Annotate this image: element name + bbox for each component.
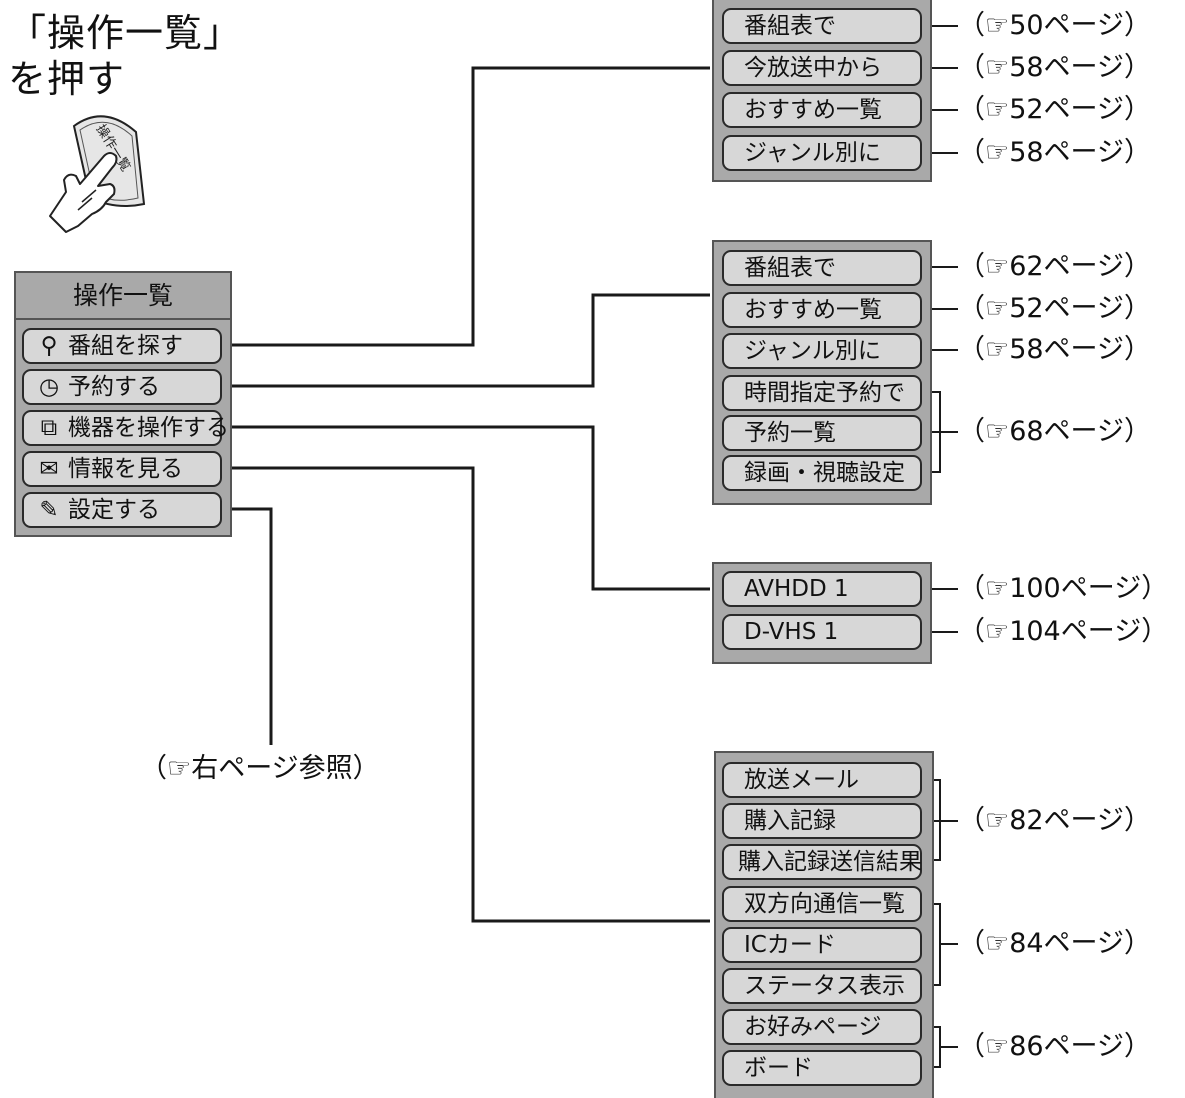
- submenu-info-panel: 放送メール 購入記録 購入記録送信結果 双方向通信一覧 ICカード ステータス表…: [714, 751, 934, 1098]
- submenu-item[interactable]: 番組表で: [722, 8, 922, 44]
- menu-item-label: 機器を操作する: [68, 415, 229, 441]
- page-reference: （☞58ページ）: [958, 136, 1151, 170]
- submenu-device-panel: AVHDD 1 D-VHS 1: [712, 562, 932, 664]
- page-reference: （☞62ページ）: [958, 250, 1151, 284]
- clock-icon: ◷: [36, 371, 62, 403]
- device-icon: ⧉: [36, 412, 62, 444]
- page-reference: （☞58ページ）: [958, 51, 1151, 85]
- menu-item-label: 番組を探す: [68, 333, 183, 359]
- menu-item-operate-device[interactable]: ⧉機器を操作する: [22, 410, 222, 446]
- page-reference: （☞68ページ）: [958, 415, 1151, 449]
- page-reference: （☞84ページ）: [958, 927, 1151, 961]
- submenu-find-program-panel: 番組表で 今放送中から おすすめ一覧 ジャンル別に: [712, 0, 932, 182]
- submenu-item[interactable]: ボード: [722, 1050, 922, 1086]
- submenu-item[interactable]: ICカード: [722, 927, 922, 963]
- submenu-item[interactable]: 購入記録送信結果: [722, 844, 922, 880]
- page-reference: （☞52ページ）: [958, 292, 1151, 326]
- page-reference: （☞50ページ）: [958, 9, 1151, 43]
- menu-item-settings[interactable]: ✎設定する: [22, 492, 222, 528]
- submenu-item[interactable]: ジャンル別に: [722, 333, 922, 369]
- submenu-item[interactable]: 双方向通信一覧: [722, 886, 922, 922]
- menu-item-label: 設定する: [68, 497, 160, 523]
- wrench-icon: ✎: [36, 494, 62, 526]
- submenu-reserve-panel: 番組表で おすすめ一覧 ジャンル別に 時間指定予約で 予約一覧 録画・視聴設定: [712, 240, 932, 505]
- menu-item-label: 情報を見る: [68, 456, 183, 482]
- submenu-item[interactable]: 今放送中から: [722, 50, 922, 86]
- page-reference: （☞86ページ）: [958, 1030, 1151, 1064]
- menu-item-view-info[interactable]: ✉情報を見る: [22, 451, 222, 487]
- page-reference: （☞104ページ）: [958, 615, 1168, 649]
- submenu-item[interactable]: AVHDD 1: [722, 571, 922, 607]
- page-reference: （☞58ページ）: [958, 333, 1151, 367]
- menu-item-find-program[interactable]: ⚲番組を探す: [22, 328, 222, 364]
- submenu-item[interactable]: 録画・視聴設定: [722, 455, 922, 491]
- search-icon: ⚲: [36, 330, 62, 362]
- submenu-item[interactable]: 時間指定予約で: [722, 375, 922, 411]
- page-reference: （☞52ページ）: [958, 93, 1151, 127]
- submenu-item[interactable]: 購入記録: [722, 803, 922, 839]
- submenu-item[interactable]: 番組表で: [722, 250, 922, 286]
- submenu-item[interactable]: ジャンル別に: [722, 135, 922, 171]
- note-settings-reference: （☞右ページ参照）: [140, 752, 380, 786]
- page-reference: （☞82ページ）: [958, 804, 1151, 838]
- submenu-item[interactable]: ステータス表示: [722, 968, 922, 1004]
- menu-item-reserve[interactable]: ◷予約する: [22, 369, 222, 405]
- submenu-item[interactable]: 放送メール: [722, 762, 922, 798]
- menu-title: 操作一覧: [16, 273, 230, 320]
- page-reference: （☞100ページ）: [958, 572, 1168, 606]
- submenu-item[interactable]: おすすめ一覧: [722, 292, 922, 328]
- mail-icon: ✉: [36, 453, 62, 485]
- submenu-item[interactable]: 予約一覧: [722, 415, 922, 451]
- submenu-item[interactable]: D-VHS 1: [722, 614, 922, 650]
- operation-menu-panel: 操作一覧 ⚲番組を探す ◷予約する ⧉機器を操作する ✉情報を見る ✎設定する: [14, 271, 232, 537]
- submenu-item[interactable]: お好みページ: [722, 1009, 922, 1045]
- menu-item-label: 予約する: [68, 374, 160, 400]
- submenu-item[interactable]: おすすめ一覧: [722, 92, 922, 128]
